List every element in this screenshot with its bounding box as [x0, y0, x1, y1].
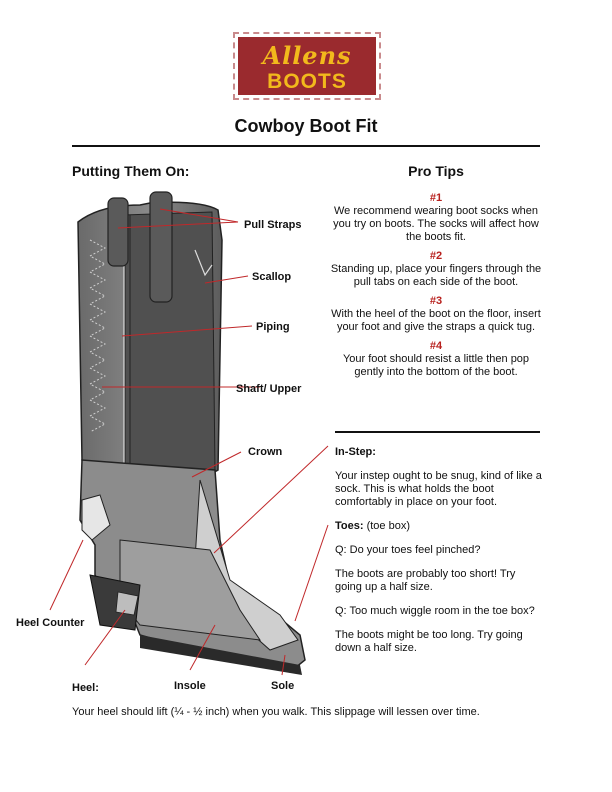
label-pull-straps: Pull Straps — [244, 219, 302, 231]
toes-answer-1: The boots are probably too short! Try go… — [335, 568, 516, 593]
tip-2: #2 Standing up, place your fingers throu… — [330, 250, 542, 289]
label-heel-counter: Heel Counter — [16, 617, 85, 629]
label-shaft-upper: Shaft/ Upper — [236, 383, 302, 395]
toes-question-1: Q: Do your toes feel pinched? — [335, 544, 481, 556]
tip-1: #1 We recommend wearing boot socks when … — [330, 192, 542, 244]
tip-number: #1 — [429, 192, 443, 204]
toes-answer-2: The boots might be too long. Try going d… — [335, 629, 523, 654]
tip-number: #3 — [429, 295, 443, 307]
logo-line1: Allens — [262, 41, 352, 70]
tip-3: #3 With the heel of the boot on the floo… — [330, 295, 542, 334]
heel-note: Your heel should lift (¼ - ½ inch) when … — [72, 706, 480, 718]
instep-text: Your instep ought to be snug, kind of li… — [335, 470, 542, 508]
tip-text: With the heel of the boot on the floor, … — [331, 308, 541, 333]
tip-text: Your foot should resist a little then po… — [342, 353, 530, 378]
instep-heading: In-Step: — [335, 446, 376, 458]
allens-boots-logo: Allens BOOTS — [233, 32, 381, 100]
tips-divider — [335, 431, 540, 433]
label-scallop: Scallop — [252, 271, 292, 283]
page-title: Cowboy Boot Fit — [234, 116, 378, 136]
tip-number: #4 — [429, 340, 443, 352]
tip-4: #4 Your foot should resist a little then… — [330, 340, 542, 379]
toes-question-2: Q: Too much wiggle room in the toe box? — [335, 605, 535, 617]
label-piping: Piping — [256, 321, 290, 333]
toes-heading: Toes: — [335, 520, 364, 532]
label-crown: Crown — [248, 446, 283, 458]
pro-tips-list: #1 We recommend wearing boot socks when … — [330, 192, 542, 385]
tip-text: Standing up, place your fingers through … — [330, 263, 542, 288]
fit-details: In-Step: Your instep ought to be snug, k… — [335, 446, 545, 666]
label-sole: Sole — [271, 680, 295, 692]
tip-text: We recommend wearing boot socks when you… — [333, 205, 539, 243]
toes-subheading: (toe box) — [363, 520, 410, 532]
putting-them-on-heading: Putting Them On: — [72, 163, 190, 179]
boot-diagram — [49, 191, 329, 676]
label-insole: Insole — [174, 680, 206, 692]
toes-heading-line: Toes: (toe box) — [335, 520, 545, 533]
pro-tips-heading: Pro Tips — [408, 163, 464, 179]
tip-number: #2 — [429, 250, 443, 262]
label-heel: Heel: — [72, 682, 99, 694]
title-divider — [72, 145, 540, 147]
logo-line2: BOOTS — [267, 70, 347, 93]
